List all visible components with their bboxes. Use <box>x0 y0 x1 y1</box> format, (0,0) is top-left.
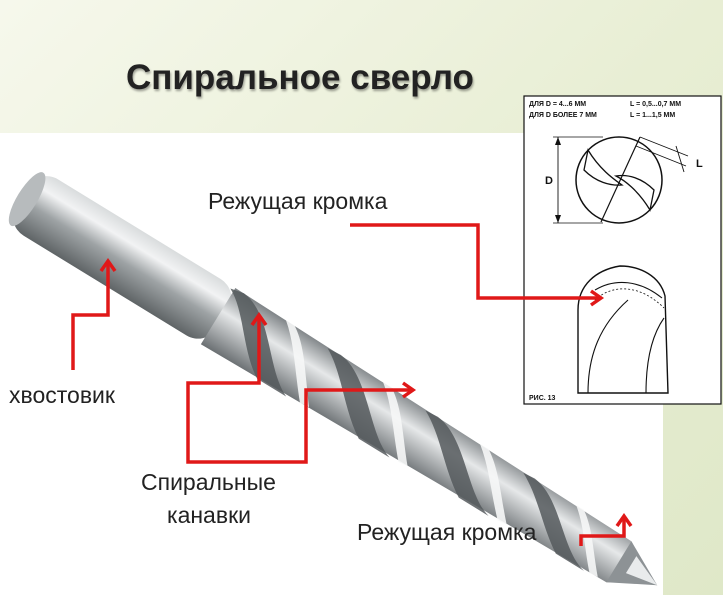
label-flutes-line1: Спиральные <box>141 469 276 495</box>
pointer-flute-lower <box>199 388 412 464</box>
pointer-lines <box>71 223 633 546</box>
page-title: Спиральное сверло <box>126 58 474 97</box>
drill-shank <box>13 176 232 339</box>
pointer-shank <box>71 262 110 370</box>
label-cutting-edge-top: Режущая кромка <box>208 188 388 214</box>
arrowhead-cutting-edge-top <box>589 289 605 307</box>
pointer-cutting-edge-top <box>350 223 600 300</box>
arrowhead-cutting-edge-bottom <box>615 512 633 528</box>
drill-bit <box>8 172 658 586</box>
side-view-tip <box>577 265 669 394</box>
arrowhead-flute-lower <box>401 381 417 399</box>
dim-label-l: L <box>696 158 703 170</box>
cross-section-flute-left <box>583 148 624 186</box>
shank-end <box>8 172 46 227</box>
dim-label-d: D <box>545 175 553 187</box>
flute-highlights <box>285 320 598 577</box>
inset-note-2-left: ДЛЯ D БОЛЕЕ 7 ММ <box>529 112 597 119</box>
label-flutes-line2: канавки <box>167 502 251 528</box>
inset-drawing: ДЛЯ D = 4...6 ММ L = 0,5...0,7 ММ ДЛЯ D … <box>523 95 722 405</box>
pointer-cutting-edge-bottom <box>579 517 626 546</box>
inset-note-1-left: ДЛЯ D = 4...6 ММ <box>529 101 586 108</box>
pointer-flute-upper <box>186 316 261 464</box>
cross-section-flute-right <box>613 174 655 212</box>
inset-note-2-right: L = 1...1,5 ММ <box>630 112 675 119</box>
label-cutting-edge-bottom: Режущая кромка <box>357 519 537 545</box>
inset-caption: РИС. 13 <box>529 395 556 402</box>
cross-section-circle <box>575 136 663 224</box>
arrowhead-shank <box>99 257 117 273</box>
inset-note-1-right: L = 0,5...0,7 ММ <box>630 101 681 108</box>
label-shank: хвостовик <box>9 382 116 408</box>
arrowhead-flute-upper <box>250 311 268 327</box>
